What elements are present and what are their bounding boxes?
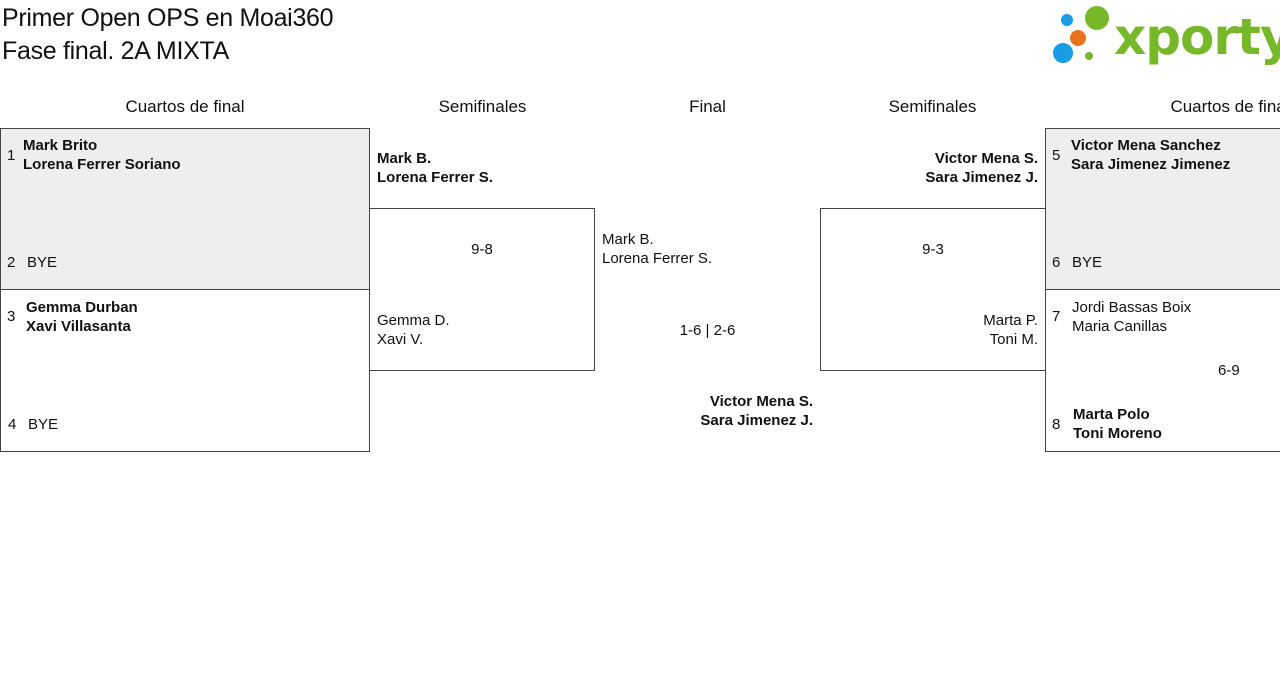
seed-number: 4 xyxy=(8,416,17,433)
team-player: Xavi Villasanta xyxy=(26,318,131,335)
team-player: Victor Mena Sanchez xyxy=(1071,137,1221,154)
match-score: 9-8 xyxy=(471,241,493,258)
seed-number: 7 xyxy=(1052,308,1061,325)
team-player: Jordi Bassas Boix xyxy=(1072,299,1192,316)
team-player: Marta Polo xyxy=(1073,406,1150,423)
page-subtitle: Fase final. 2A MIXTA xyxy=(2,37,229,65)
team-player: Gemma D. xyxy=(377,312,450,329)
team-player: Marta P. xyxy=(983,312,1038,329)
match-box-q1 xyxy=(0,128,370,290)
team-player: Victor Mena S. xyxy=(934,150,1038,167)
team-player: Gemma Durban xyxy=(26,299,138,316)
match-score: 6-9 xyxy=(1218,362,1240,379)
team-player: Lorena Ferrer Soriano xyxy=(23,156,181,173)
team-player: Mark B. xyxy=(377,150,432,167)
team-player: Toni M. xyxy=(989,331,1038,348)
seed-number: 1 xyxy=(7,147,16,164)
team-player: Mark B. xyxy=(602,231,654,248)
logo-text: xporty xyxy=(1114,8,1280,66)
page-title: Primer Open OPS en Moai360 xyxy=(2,4,334,32)
team-player: Maria Canillas xyxy=(1072,318,1168,335)
seed-number: 8 xyxy=(1052,416,1061,433)
round-header-right-quarters: Cuartos de final xyxy=(1170,97,1280,116)
seed-number: 2 xyxy=(7,254,16,271)
match-box-q3 xyxy=(1045,128,1280,290)
team-player: Toni Moreno xyxy=(1073,425,1162,442)
seed-number: 5 xyxy=(1052,147,1061,164)
seed-number: 3 xyxy=(7,308,16,325)
match-box-q4 xyxy=(1045,289,1280,452)
round-header-right-semis: Semifinales xyxy=(888,97,977,116)
team-player: Lorena Ferrer S. xyxy=(377,169,493,186)
round-header-left-semis: Semifinales xyxy=(438,97,527,116)
match-score: 9-3 xyxy=(922,241,944,258)
round-header-final: Final xyxy=(689,97,726,116)
final-score: 1-6 | 2-6 xyxy=(679,322,736,339)
team-bye: BYE xyxy=(1072,254,1103,271)
team-player: Mark Brito xyxy=(23,137,98,154)
seed-number: 6 xyxy=(1052,254,1061,271)
team-bye: BYE xyxy=(27,254,58,271)
team-player: Xavi V. xyxy=(377,331,424,348)
match-box-left-semi xyxy=(369,208,595,371)
team-bye: BYE xyxy=(28,416,59,433)
round-header-left-quarters: Cuartos de final xyxy=(125,97,245,116)
team-player: Sara Jimenez J. xyxy=(925,169,1038,186)
team-player: Lorena Ferrer S. xyxy=(602,250,713,267)
team-player: Victor Mena S. xyxy=(709,393,813,410)
xporty-logo: xporty xyxy=(1050,4,1280,66)
team-player: Sara Jimenez J. xyxy=(700,412,813,429)
team-player: Sara Jimenez Jimenez xyxy=(1071,156,1231,173)
logo-dots-icon xyxy=(1053,6,1109,63)
